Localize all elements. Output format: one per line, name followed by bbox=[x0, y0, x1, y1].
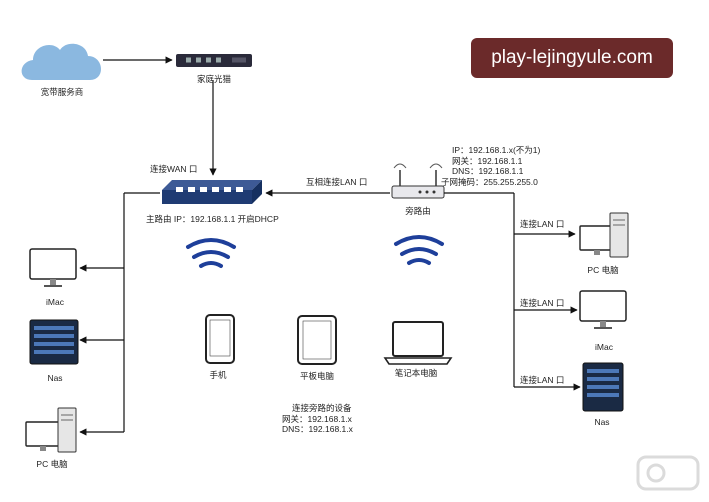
wifi-icon-bypass bbox=[394, 235, 444, 265]
main-router-info-label: 主路由 IP：192.168.1.1 开启DHCP bbox=[146, 214, 279, 224]
nas-right-icon bbox=[582, 362, 624, 412]
bypass-gateway: 网关：192.168.1.1 bbox=[452, 155, 523, 166]
main-router-port-label: 连接WAN 口 bbox=[150, 164, 198, 174]
imac-left-label: iMac bbox=[46, 297, 64, 307]
bypass-router-icon bbox=[391, 163, 445, 199]
tablet-label: 平板电脑 bbox=[299, 371, 335, 381]
pc-left-label: PC 电脑 bbox=[36, 459, 68, 469]
lan2-label: 连接LAN 口 bbox=[520, 298, 565, 308]
bypass-ip: IP：192.168.1.x(不为1) bbox=[452, 145, 541, 155]
imac-right-label: iMac bbox=[595, 342, 613, 352]
nas-left-icon bbox=[29, 319, 79, 365]
pc-right-label: PC 电脑 bbox=[587, 265, 619, 275]
cloud-icon bbox=[21, 43, 102, 80]
watermark-banner: play-lejingyule.com bbox=[471, 38, 673, 78]
isp-label: 宽带服务商 bbox=[40, 87, 84, 97]
laptop-label: 笔记本电脑 bbox=[394, 368, 438, 378]
bypass-dns: DNS：192.168.1.1 bbox=[452, 166, 524, 176]
modem-label: 家庭光猫 bbox=[196, 74, 232, 84]
device-dns: DNS：192.168.1.x bbox=[282, 424, 353, 434]
nas-right-label: Nas bbox=[594, 417, 610, 427]
tablet-icon bbox=[297, 315, 337, 365]
wifi-icon-main bbox=[186, 238, 236, 268]
bypass-config: IP：192.168.1.x(不为1) 网关：192.168.1.1 DNS：1… bbox=[441, 145, 541, 187]
site-logo-icon bbox=[636, 455, 700, 491]
nas-left-label: Nas bbox=[47, 373, 63, 383]
laptop-icon bbox=[383, 321, 453, 365]
bypass-link-label: 互相连接LAN 口 bbox=[306, 177, 368, 187]
bypass-router-label: 旁路由 bbox=[405, 206, 431, 216]
pc-right-icon bbox=[579, 212, 629, 258]
bypass-subnet: 子网掩码：255.255.255.0 bbox=[441, 176, 538, 187]
imac-right-icon bbox=[579, 290, 627, 329]
imac-left-icon bbox=[29, 248, 77, 287]
device-config: 连接旁路的设备 网关：192.168.1.x DNS：192.168.1.x bbox=[282, 403, 353, 435]
main-router-icon bbox=[162, 180, 262, 204]
modem-icon bbox=[176, 54, 252, 67]
pc-left-icon bbox=[25, 407, 77, 453]
lan3-label: 连接LAN 口 bbox=[520, 375, 565, 385]
phone-label: 手机 bbox=[209, 370, 227, 380]
phone-icon bbox=[205, 314, 235, 364]
device-gateway: 网关：192.168.1.x bbox=[282, 413, 352, 424]
device-config-title: 连接旁路的设备 bbox=[292, 403, 352, 413]
lan1-label: 连接LAN 口 bbox=[520, 219, 565, 229]
